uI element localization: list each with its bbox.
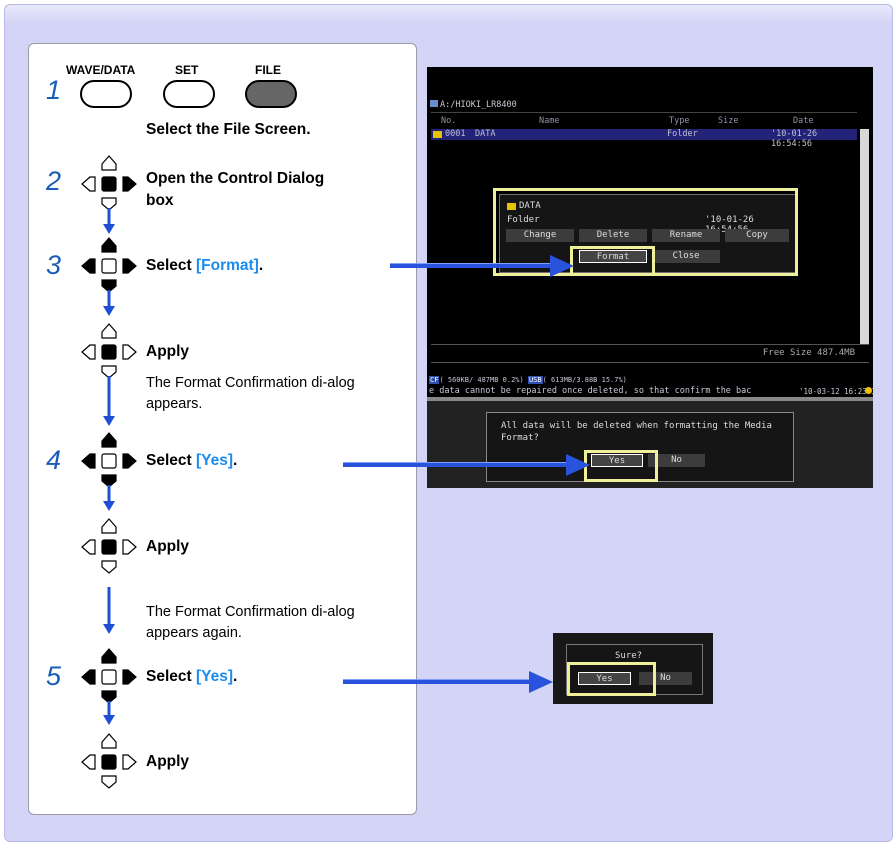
- file-key[interactable]: [245, 80, 297, 108]
- cursor-keys-diagram: [81, 155, 137, 789]
- step-2-number: 2: [46, 166, 62, 196]
- step-5-number: 5: [46, 661, 62, 691]
- apply-text-3: Apply: [146, 753, 190, 770]
- wave-data-key-label: WAVE/DATA: [66, 63, 136, 77]
- copy-button[interactable]: Copy: [725, 229, 789, 242]
- pointer-arrow-format: [390, 263, 550, 268]
- enter-key-filled: [101, 176, 117, 192]
- apply-text-2: Apply: [146, 538, 190, 555]
- up-key-outline: [101, 155, 117, 171]
- format-dialog-again-description: The Format Confirmation di-alog appears …: [146, 604, 355, 641]
- step-4-text: Select [Yes].: [146, 452, 238, 469]
- set-key-label: SET: [175, 63, 199, 77]
- step-2-text-1: Open the Control Dialog: [146, 170, 325, 187]
- sure-no-button[interactable]: No: [639, 672, 692, 685]
- folder-icon: [433, 131, 442, 138]
- step-3-text: Select [Format].: [146, 257, 264, 274]
- step-2-text-2: box: [146, 192, 174, 209]
- free-size: Free Size 487.4MB: [762, 348, 855, 358]
- pointer-arrowhead-format: [550, 255, 574, 277]
- step-3-number: 3: [46, 250, 62, 280]
- format-highlight: [570, 246, 655, 276]
- format-button[interactable]: Format: [579, 250, 647, 263]
- set-key[interactable]: [163, 80, 215, 108]
- sure-yes-button[interactable]: Yes: [578, 672, 631, 685]
- change-button[interactable]: Change: [506, 229, 574, 242]
- media-status: CF( 560KB/ 487MB 0.2%) USB( 613MB/3.88B …: [429, 376, 627, 384]
- pointer-arrowhead-yes: [566, 454, 590, 476]
- yes-button[interactable]: Yes: [591, 454, 643, 467]
- pointer-arrow-sure-yes: [343, 679, 529, 684]
- yes-highlight: [584, 450, 658, 482]
- file-row-data[interactable]: 0001 DATA Folder '10-01-26 16:54:56: [431, 129, 857, 149]
- pointer-arrow-yes: [343, 462, 566, 467]
- sure-dialog: Sure? Yes No: [566, 644, 703, 695]
- folder-icon: [507, 203, 516, 210]
- rename-button[interactable]: Rename: [652, 229, 720, 242]
- clock: '10-03-12 16:23:37: [799, 387, 881, 396]
- sure-yes-highlight: [567, 662, 656, 696]
- format-dialog-description: The Format Confirmation di-alog appears.: [146, 375, 355, 412]
- left-key-outline: [81, 176, 96, 192]
- warning-message: e data cannot be repaired once deleted, …: [429, 386, 752, 396]
- scrollbar[interactable]: [860, 129, 869, 344]
- step-4-number: 4: [46, 445, 62, 475]
- close-button[interactable]: Close: [652, 250, 720, 263]
- status-indicator-icon: [865, 387, 872, 394]
- sure-screen: Sure? Yes No: [553, 633, 713, 704]
- file-screen: A:/HIOKI_LR8400 No. Name Type Size Date …: [427, 67, 880, 488]
- step-1-number: 1: [46, 75, 62, 105]
- step-5-text: Select [Yes].: [146, 668, 238, 685]
- apply-text-1: Apply: [146, 343, 190, 360]
- step-1-text: Select the File Screen.: [146, 121, 311, 138]
- wave-data-key[interactable]: [80, 80, 132, 108]
- steps-panel: 1 WAVE/DATA SET FILE Select the File Scr…: [28, 43, 417, 815]
- right-key-filled: [122, 176, 137, 192]
- file-key-label: FILE: [255, 63, 281, 77]
- column-header: No. Name Type Size Date: [441, 116, 814, 126]
- format-confirm-dialog: All data will be deleted when formatting…: [486, 412, 794, 482]
- pointer-arrowhead-sure-yes: [529, 671, 553, 693]
- no-button[interactable]: No: [648, 454, 705, 467]
- down-key-outline: [101, 197, 117, 211]
- delete-button[interactable]: Delete: [579, 229, 647, 242]
- folder-path: A:/HIOKI_LR8400: [430, 100, 517, 110]
